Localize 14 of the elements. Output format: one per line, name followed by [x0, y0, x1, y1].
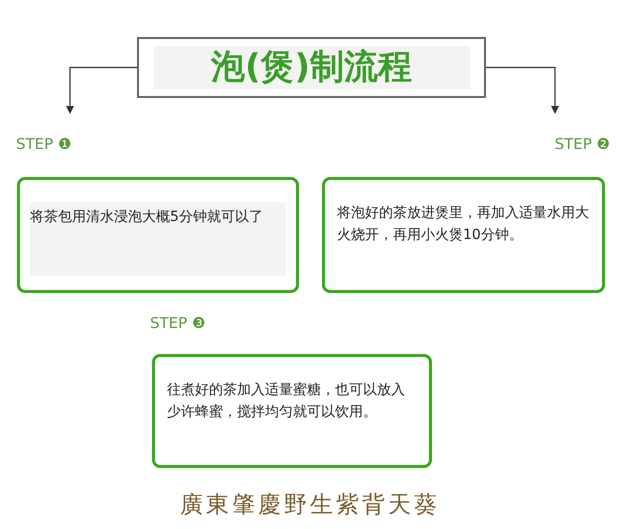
step-box — [152, 354, 432, 468]
banner-text: 廣東肇慶野生紫背天葵 — [180, 491, 440, 520]
step-label: STEP ❸ — [150, 313, 206, 334]
step-box — [17, 177, 299, 293]
step-box — [322, 177, 605, 293]
step-text: 往煮好的茶加入适量蜜糖，也可以放入少许蜂蜜，搅拌均匀就可以饮用。 — [167, 381, 406, 422]
step-label-text: STEP ❷ — [554, 134, 610, 154]
title-box — [137, 37, 486, 98]
arrow — [486, 66, 559, 114]
arrow — [66, 66, 137, 114]
title-text: 泡(煲)制流程 — [154, 46, 470, 89]
step-text: 将茶包用清水浸泡大概5分钟就可以了 — [30, 202, 286, 276]
step-label-text: STEP ❶ — [16, 134, 72, 154]
step-text: 将泡好的茶放进煲里，再加入适量水用大火烧开，再用小火煲10分钟。 — [337, 204, 590, 245]
